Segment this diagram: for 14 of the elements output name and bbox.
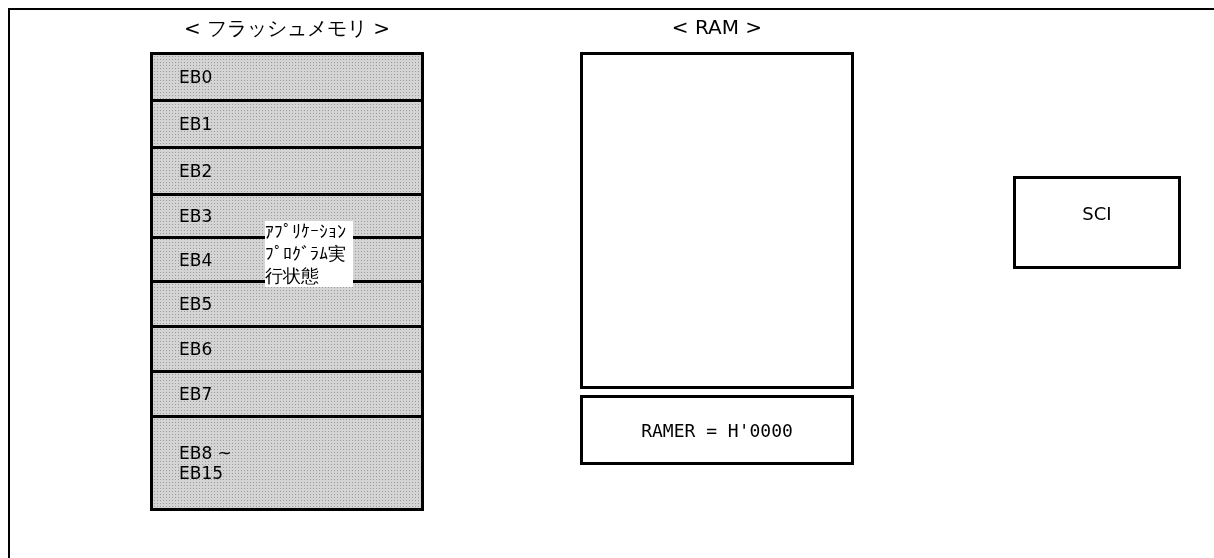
memory-block-row: EB8 ~ EB15 — [153, 418, 253, 508]
memory-block-row: EB3 — [153, 196, 253, 236]
note-label: ｱﾌﾟﾘｹｰｼｮﾝﾌﾟﾛｸﾞﾗﾑ実行状態 — [265, 221, 353, 287]
memory-block-row: EB2 — [153, 149, 253, 193]
memory-block-row: EB7 — [153, 373, 253, 415]
memory-block-row: EB4 — [153, 239, 253, 280]
sci-box: SCI — [1013, 176, 1181, 269]
register-box: RAMER = H'0000 — [580, 395, 854, 465]
memory-block-row: EB6 — [153, 328, 253, 370]
memory-block-row: EB5 — [153, 283, 253, 325]
memory-block-row: EB1 — [153, 102, 253, 146]
section-heading: < RAM > — [670, 15, 764, 39]
section-heading: < フラッシュメモリ > — [182, 15, 392, 42]
memory-block-row: EB0 — [153, 55, 253, 99]
